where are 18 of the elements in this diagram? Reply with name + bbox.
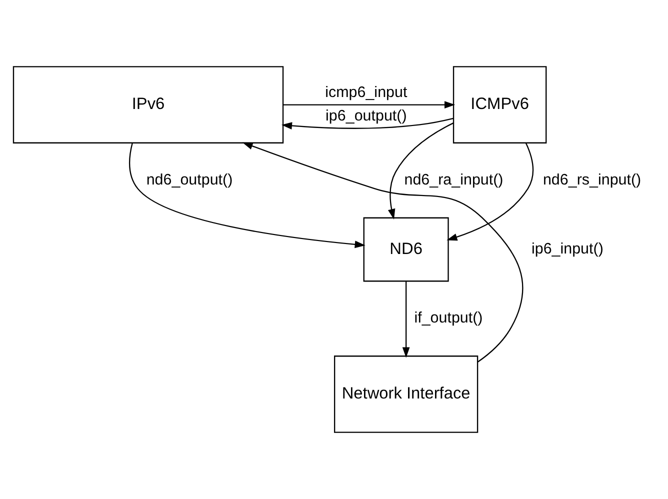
- edge-label: ip6_output(): [326, 107, 407, 124]
- edge-label: nd6_output(): [146, 171, 233, 188]
- arrow: [242, 142, 524, 362]
- edge-label: nd6_rs_input(): [542, 171, 642, 188]
- arrow: [388, 122, 454, 220]
- node-box: ICMPv6: [452, 66, 547, 144]
- edge-label: if_output(): [414, 310, 483, 327]
- node-box: Network Interface: [334, 356, 478, 433]
- arrow: [281, 118, 454, 130]
- edge-label: icmp6_input: [325, 84, 408, 102]
- arrow: [446, 142, 534, 241]
- arrow: [402, 281, 410, 358]
- node-box: ND6: [363, 217, 449, 282]
- edge-label: ip6_input(): [531, 240, 604, 258]
- arrow: [129, 142, 366, 248]
- arrow: [283, 101, 456, 108]
- node-box: IPv6: [12, 66, 284, 144]
- edge-label: nd6_ra_input(): [404, 171, 504, 188]
